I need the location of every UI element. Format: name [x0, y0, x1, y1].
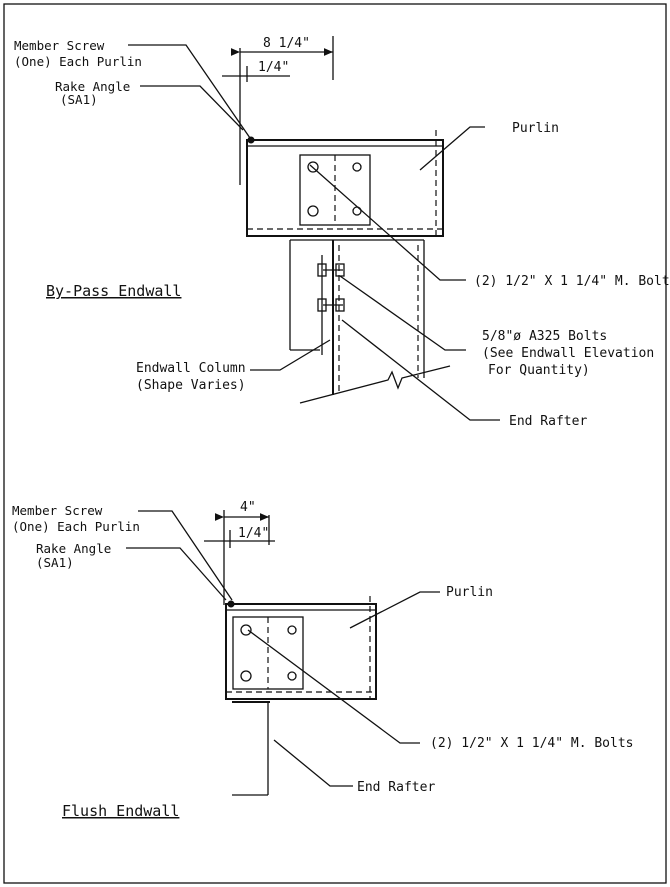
flush-rafter-shape	[232, 702, 269, 796]
bypass-a325-label-2: (See Endwall Elevation	[482, 346, 654, 361]
flush-dim-overall: 4"	[240, 500, 256, 515]
flush-endwall-title: Flush Endwall	[62, 802, 179, 820]
bypass-member-screw-label-1: Member Screw	[14, 38, 105, 53]
bypass-dim-overall: 8 1/4"	[263, 36, 310, 51]
bypass-rake-angle-label-1: Rake Angle	[55, 79, 130, 94]
bypass-endwall-column-label-1: Endwall Column	[136, 361, 246, 376]
bypass-rake-angle-label-2: (SA1)	[60, 92, 98, 107]
sheet-border	[3, 3, 667, 884]
bypass-end-rafter-label: End Rafter	[509, 414, 587, 429]
flush-dim-offset: 1/4"	[238, 526, 269, 541]
bypass-endwall-detail: 8 1/4" 1/4"	[14, 36, 670, 429]
flush-purlin-bolts-label: (2) 1/2" X 1 1/4" M. Bolts	[430, 736, 634, 751]
bypass-member-screw	[247, 136, 255, 144]
bypass-purlin-label: Purlin	[512, 121, 559, 136]
flush-member-screw-label-2: (One) Each Purlin	[12, 519, 140, 534]
bypass-dimensions: 8 1/4" 1/4"	[222, 36, 334, 185]
flush-dimensions: 4" 1/4"	[204, 500, 275, 605]
bypass-dim-offset: 1/4"	[258, 60, 289, 75]
bypass-a325-label-3: For Quantity)	[488, 363, 590, 378]
flush-leaders	[126, 510, 440, 787]
flush-end-rafter-label: End Rafter	[357, 780, 435, 795]
flush-endwall-detail: 4" 1/4" Member Scr	[12, 500, 634, 820]
flush-member-screw-label-1: Member Screw	[12, 503, 103, 518]
bypass-a325-label-1: 5/8"ø A325 Bolts	[482, 329, 607, 344]
bypass-rafter-shape	[289, 239, 451, 404]
bypass-purlin-bolts-label: (2) 1/2" X 1 1/4" M. Bolt	[474, 274, 670, 289]
flush-purlin-shape	[225, 596, 377, 703]
bypass-endwall-column-label-2: (Shape Varies)	[136, 378, 246, 393]
flush-rake-angle-label-2: (SA1)	[36, 555, 74, 570]
flush-member-screw	[227, 600, 235, 608]
bypass-member-screw-label-2: (One) Each Purlin	[14, 54, 142, 69]
bypass-leaders	[128, 44, 500, 421]
bypass-purlin-shape	[246, 130, 444, 238]
bypass-endwall-title: By-Pass Endwall	[46, 282, 181, 300]
flush-purlin-label: Purlin	[446, 585, 493, 600]
flush-rake-angle-label-1: Rake Angle	[36, 541, 111, 556]
